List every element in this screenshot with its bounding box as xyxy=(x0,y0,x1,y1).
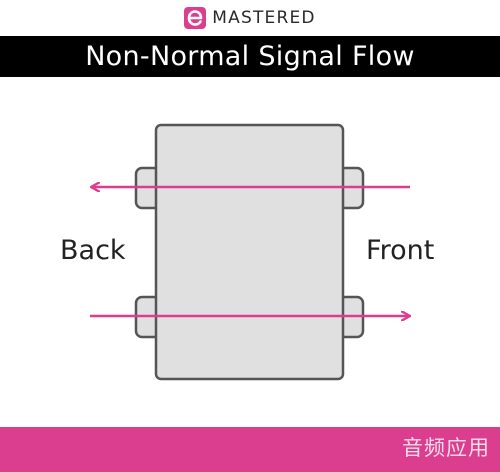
title-bar: Non-Normal Signal Flow xyxy=(0,36,500,77)
brand-header: MASTERED xyxy=(0,0,500,36)
signal-flow-diagram: Back Front xyxy=(0,77,500,427)
diagram-canvas xyxy=(90,123,500,381)
device-body xyxy=(154,123,345,381)
front-label: Front xyxy=(366,235,435,266)
back-label: Back xyxy=(60,235,126,266)
page-title: Non-Normal Signal Flow xyxy=(85,41,415,72)
footer-bar: 音频应用 xyxy=(0,427,500,472)
brand-name: MASTERED xyxy=(212,8,316,28)
mastered-logo-icon xyxy=(184,7,207,29)
watermark-text: 音频应用 xyxy=(402,436,490,460)
